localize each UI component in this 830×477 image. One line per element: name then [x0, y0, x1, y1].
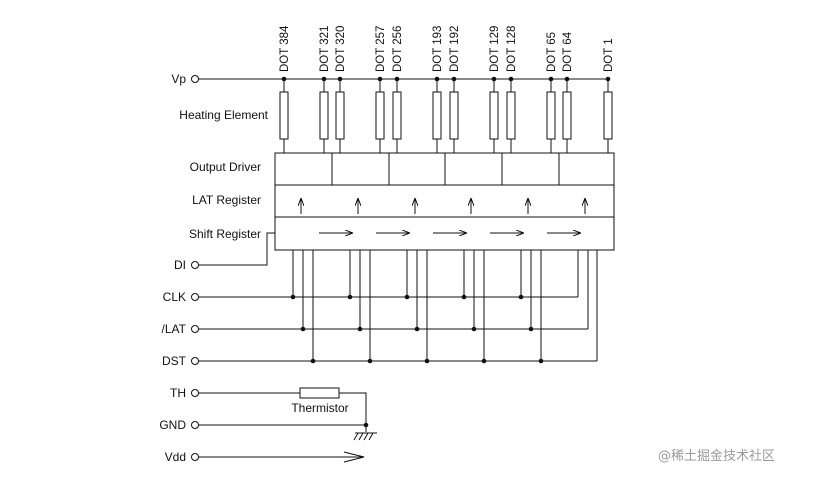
thermistor-circuit: TH Thermistor GND Vdd	[159, 386, 377, 464]
vp-terminal	[191, 75, 199, 83]
heating-element-label: Heating Element	[179, 108, 268, 122]
thermistor-label: Thermistor	[291, 401, 348, 415]
dst-junction	[538, 358, 544, 364]
ground-symbol	[353, 432, 377, 441]
dst-junction	[481, 358, 487, 364]
dot-label: DOT 257	[375, 26, 387, 72]
dst-junction	[310, 358, 316, 364]
dot-label: DOT 256	[392, 26, 404, 72]
dst-junction	[424, 358, 430, 364]
di-line: DI	[174, 232, 275, 272]
lat-label: /LAT	[162, 322, 187, 336]
clk-junction	[347, 294, 353, 300]
dot-label: DOT 65	[546, 32, 558, 72]
heating-element-resistor	[489, 91, 499, 140]
heating-element-resistor	[603, 91, 613, 140]
dst-label: DST	[162, 354, 187, 368]
dst-terminal	[191, 357, 199, 365]
heating-element-resistor	[392, 91, 402, 140]
di-terminal	[191, 261, 199, 269]
dot-label: DOT 64	[562, 31, 574, 72]
th-label: TH	[170, 386, 186, 400]
dot-label: DOT 320	[335, 26, 347, 72]
gnd-terminal	[191, 421, 199, 429]
heating-element-resistor	[449, 91, 459, 140]
gnd-label: GND	[159, 418, 186, 432]
thermistor-resistor	[299, 387, 340, 399]
vp-label: Vp	[171, 72, 186, 86]
lat-terminal	[191, 325, 199, 333]
heating-element-resistor	[432, 91, 442, 140]
dot-label: DOT 193	[432, 26, 444, 72]
lat-junction	[357, 326, 363, 332]
dot-columns: DOT 384 DOT 321 DOT 320 DOT 257 DOT 256 DOT 1…	[279, 25, 615, 153]
heating-element-resistor	[375, 91, 385, 140]
th-terminal	[191, 389, 199, 397]
dst-junction	[367, 358, 373, 364]
heating-element-resistor	[335, 91, 345, 140]
clk-junction	[518, 294, 524, 300]
dot-label: DOT 321	[319, 26, 331, 72]
di-label: DI	[174, 258, 186, 272]
dot-label: DOT 1	[603, 38, 615, 72]
clk-label: CLK	[163, 290, 186, 304]
dot-label: DOT 384	[279, 25, 291, 72]
shift-register-label: Shift Register	[189, 227, 261, 241]
vdd-terminal	[191, 453, 199, 461]
lat-junction	[300, 326, 306, 332]
driver-register-block	[274, 152, 615, 251]
heating-element-resistor	[562, 91, 572, 140]
gnd-junction	[363, 422, 369, 428]
vdd-label: Vdd	[165, 450, 186, 464]
heating-element-resistor	[279, 91, 289, 140]
clk-junction	[404, 294, 410, 300]
lat-register-label: LAT Register	[192, 193, 261, 207]
lat-junction	[471, 326, 477, 332]
heating-element-resistor	[506, 91, 516, 140]
lat-junction	[414, 326, 420, 332]
vdd-arrowhead	[343, 451, 365, 463]
output-driver-label: Output Driver	[190, 160, 261, 174]
clk-junction	[461, 294, 467, 300]
lat-junction	[528, 326, 534, 332]
dot-label: DOT 129	[489, 26, 501, 72]
clk-terminal	[191, 293, 199, 301]
dot-label: DOT 128	[506, 26, 518, 72]
heating-element-resistor	[319, 91, 329, 140]
watermark: @稀土掘金技术社区	[658, 448, 775, 464]
control-bus: CLK /LAT DST	[162, 290, 597, 368]
heating-element-resistor	[546, 91, 556, 140]
vp-rail: Vp	[171, 72, 609, 86]
dot-label: DOT 192	[449, 26, 461, 72]
clk-junction	[290, 294, 296, 300]
